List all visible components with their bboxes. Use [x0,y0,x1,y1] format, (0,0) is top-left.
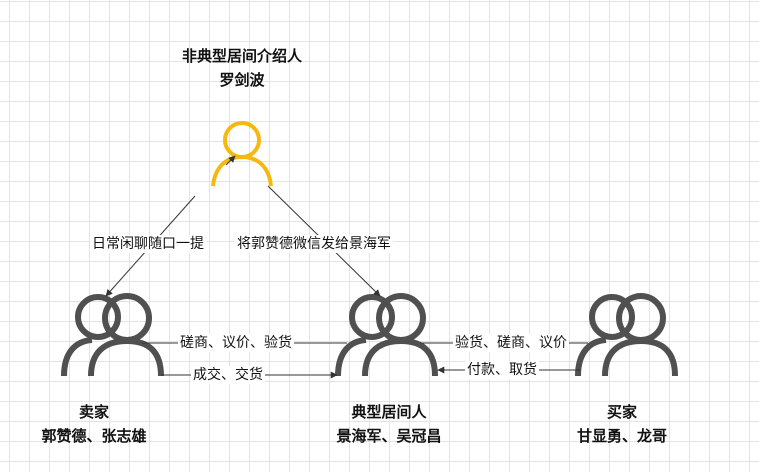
edge-introducer-inner-arrow [225,155,236,166]
broker-role: 典型居间人 [351,403,427,421]
introducer-role: 非典型居间介绍人 [181,47,302,65]
buyer-role: 买家 [606,403,637,421]
buyer-back-body [575,337,607,377]
seller-label: 卖家 郭赞德、张志雄 [14,400,174,448]
broker-back-body [335,337,367,377]
seller-back-body [61,337,93,377]
buyer-front-head [616,293,666,343]
buyer-back-head [589,294,635,340]
edge-label-buyer-to-broker-pay: 付款、取货 [465,361,539,379]
introducer-name: 罗剑波 [219,71,265,89]
edge-label-introducer-to-broker: 将郭赞德微信发给景海军 [235,235,393,253]
seller-role: 卖家 [78,403,109,421]
buyer-front-body [602,337,678,377]
seller-front-body [88,337,164,377]
introducer-label: 非典型居间介绍人 罗剑波 [142,44,342,92]
edge-label-broker-buyer-negotiate: 验货、磋商、议价 [453,334,569,352]
edge-label-seller-broker-negotiate: 磋商、议价、验货 [178,334,294,352]
introducer-body [211,154,273,187]
buyer-name: 甘显勇、龙哥 [576,427,667,445]
broker-back-head [349,294,395,340]
seller-back-head [75,294,121,340]
seller-people-icon [61,293,164,377]
seller-name: 郭赞德、张志雄 [41,427,147,445]
broker-people-icon [335,293,438,377]
seller-front-head [102,293,152,343]
introducer-person-icon [211,121,273,187]
buyer-label: 买家 甘显勇、龙哥 [542,400,702,448]
edge-label-seller-to-introducer: 日常闲聊随口一提 [90,235,206,253]
broker-front-body [362,337,438,377]
buyer-people-icon [575,293,678,377]
edge-label-seller-to-broker-deal: 成交、交货 [191,366,265,384]
introducer-head [223,121,261,159]
broker-front-head [376,293,426,343]
broker-label: 典型居间人 景海军、吴冠昌 [309,400,469,448]
broker-name: 景海军、吴冠昌 [336,427,442,445]
